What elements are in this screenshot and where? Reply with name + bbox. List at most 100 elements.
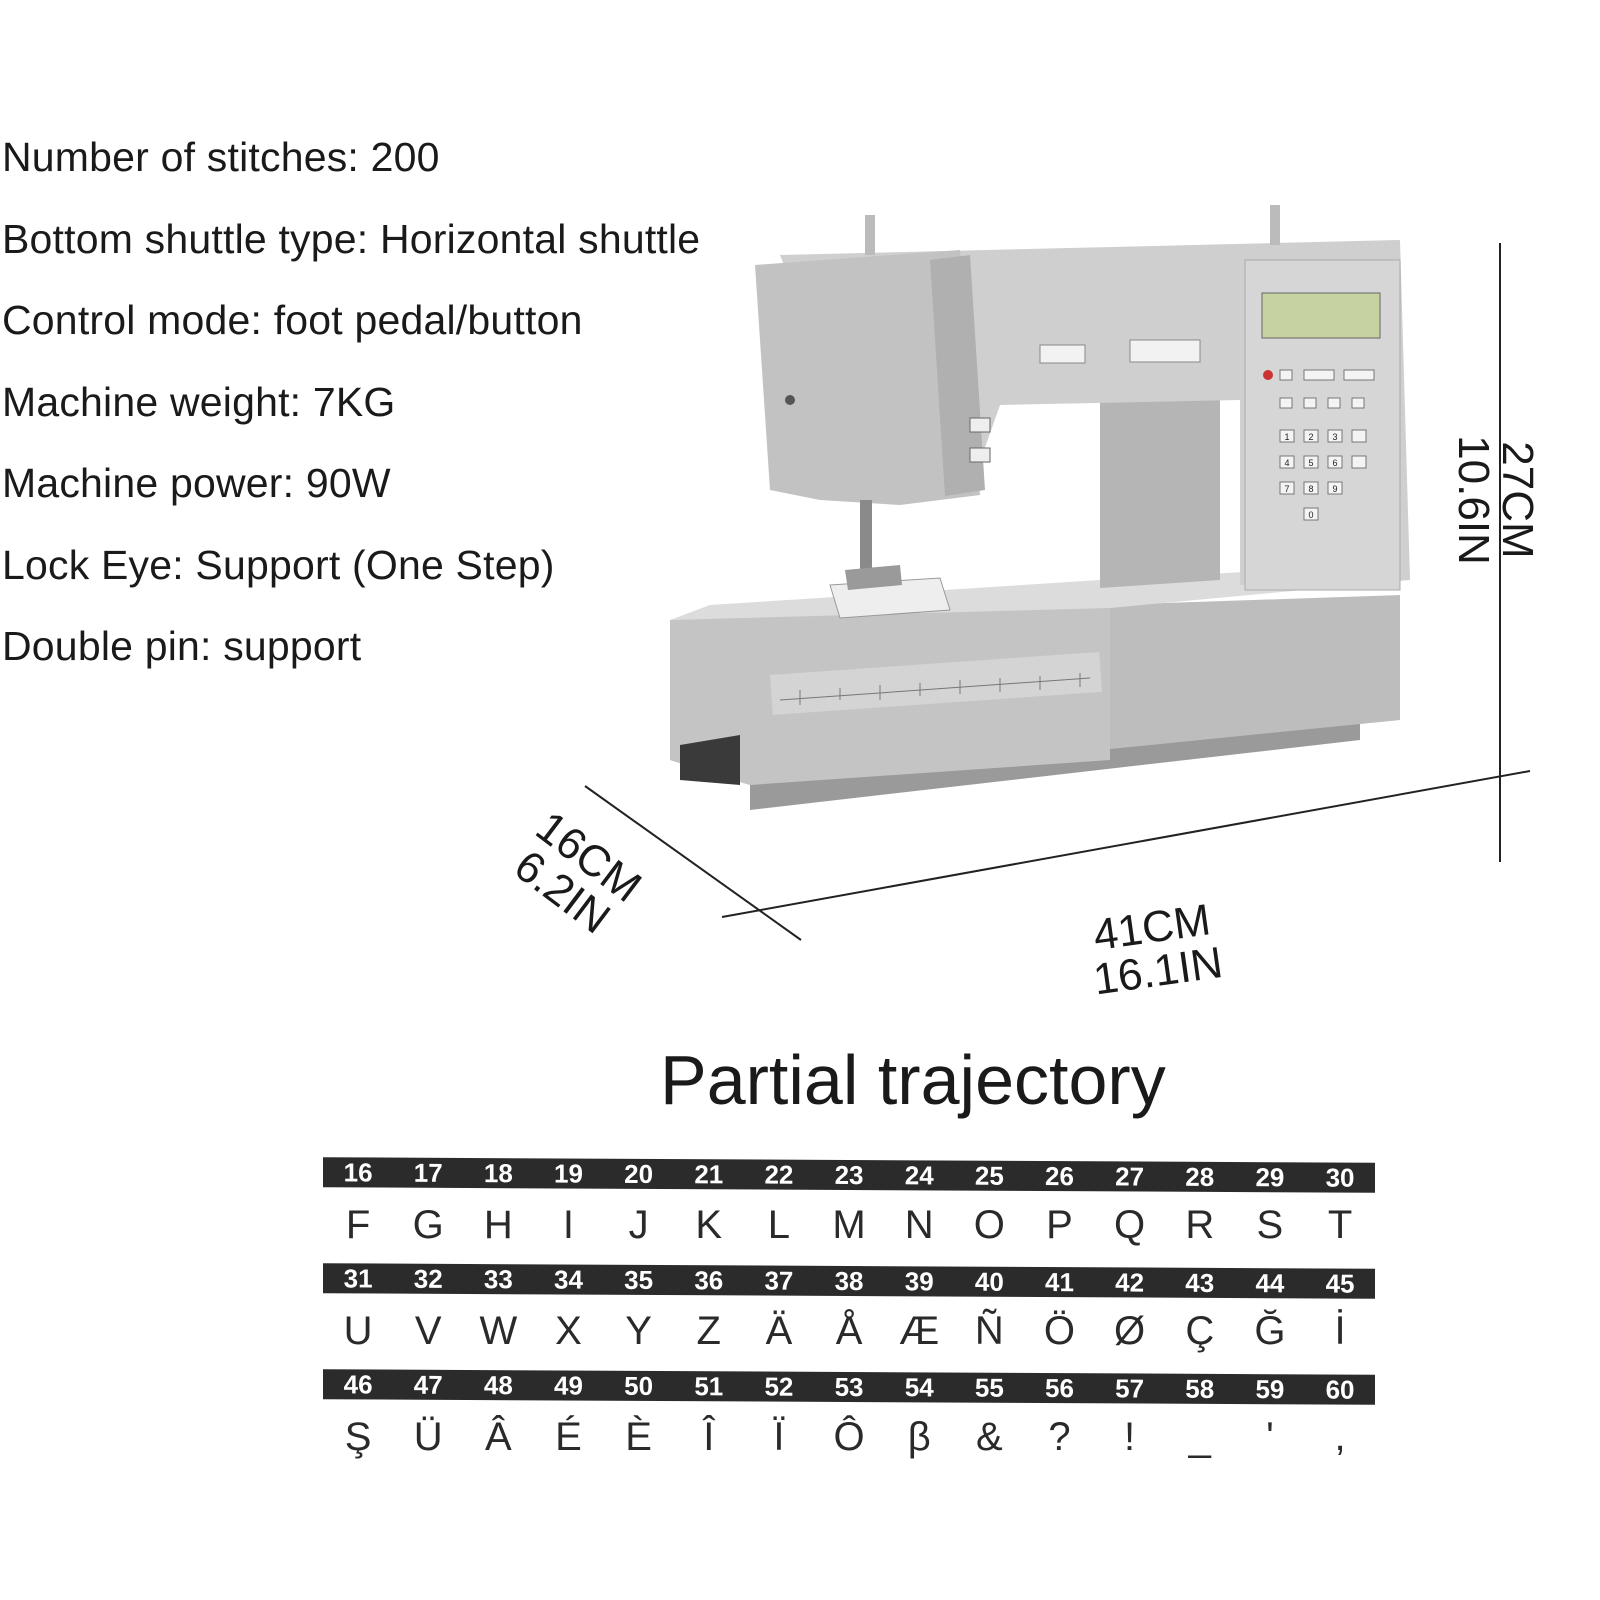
stitch-character: Ğ (1254, 1309, 1286, 1353)
stitch-character: Ô (833, 1415, 865, 1459)
keypad-3: 3 (1332, 432, 1337, 442)
height-dimension-label: 27CM 10.6IN (1449, 435, 1542, 565)
keypad-5: 5 (1308, 458, 1313, 468)
stitch-number: 37 (764, 1265, 794, 1296)
spec-lock-eye: Lock Eye: Support (One Step) (2, 541, 555, 588)
stitch-number: 48 (483, 1370, 513, 1401)
stitch-number: 27 (1115, 1161, 1145, 1192)
stitch-character: X (555, 1309, 582, 1353)
stitch-number: 58 (1185, 1373, 1215, 1404)
stitch-character: G (412, 1203, 444, 1247)
stitch-number: 30 (1325, 1162, 1355, 1193)
stitch-character: ' (1266, 1415, 1274, 1459)
stitch-character: Z (696, 1309, 721, 1353)
stitch-number: 24 (904, 1160, 934, 1191)
stitch-number: 57 (1115, 1373, 1145, 1404)
stitch-number: 40 (974, 1266, 1004, 1297)
stitch-number: 46 (343, 1369, 373, 1400)
width-dimension-label: 41CM 16.1IN (1085, 895, 1225, 1004)
stitch-character: V (414, 1309, 442, 1353)
stitch-character: É (555, 1415, 582, 1459)
stitch-number: 17 (413, 1157, 443, 1188)
stitch-character: K (695, 1203, 723, 1247)
stitch-character: Ï (773, 1415, 785, 1459)
stitch-number: 41 (1045, 1267, 1074, 1298)
stitch-character: P (1046, 1203, 1073, 1247)
stitch-character: I (562, 1203, 575, 1247)
stitch-character: _ (1188, 1415, 1211, 1459)
stitch-number: 19 (554, 1158, 583, 1189)
depth-line (584, 785, 802, 941)
stitch-character: W (479, 1309, 518, 1353)
stitch-character: È (625, 1415, 652, 1459)
stitch-number: 35 (624, 1264, 654, 1295)
stitch-number: 31 (343, 1263, 373, 1294)
stitch-number: 56 (1045, 1373, 1074, 1404)
sewing-machine-image: 1 2 3 4 5 6 7 8 9 0 (670, 205, 1410, 810)
stitch-number: 33 (483, 1264, 513, 1295)
stitch-number: 50 (624, 1370, 654, 1401)
stitch-character: ! (1124, 1415, 1136, 1459)
stitch-character: Ö (1043, 1309, 1076, 1353)
stitch-character: , (1334, 1415, 1346, 1459)
stitch-character: Ñ (974, 1309, 1004, 1353)
stitch-character: Y (625, 1309, 652, 1353)
spec-shuttle-type: Bottom shuttle type: Horizontal shuttle (2, 215, 701, 262)
stitch-character: U (343, 1309, 373, 1353)
stitch-number: 53 (834, 1371, 864, 1403)
stitch-character: Ø (1114, 1309, 1146, 1353)
spec-stitches: Number of stitches: 200 (2, 134, 440, 180)
stitch-number: 60 (1325, 1374, 1355, 1405)
stitch-number: 22 (764, 1159, 794, 1190)
stitch-character: N (904, 1203, 934, 1247)
stitch-number: 23 (834, 1159, 864, 1191)
height-cm: 27CM (1493, 441, 1542, 559)
lcd-screen (1261, 292, 1381, 339)
stitch-number: 49 (554, 1370, 583, 1401)
stitch-character: ? (1048, 1415, 1071, 1459)
keypad-8: 8 (1308, 484, 1313, 494)
stitch-character: R (1185, 1203, 1215, 1247)
stitch-number: 39 (904, 1266, 934, 1297)
stitch-number: 25 (974, 1160, 1004, 1191)
stitch-character: O (973, 1203, 1005, 1247)
spec-power: Machine power: 90W (2, 460, 391, 506)
stitch-character: T (1327, 1203, 1353, 1247)
stitch-number: 20 (624, 1158, 654, 1189)
keypad-4: 4 (1284, 458, 1289, 468)
stitch-character: Æ (899, 1309, 940, 1353)
stitch-character: Ç (1185, 1309, 1215, 1353)
stitch-number: 34 (554, 1264, 583, 1295)
keypad-6: 6 (1332, 458, 1337, 468)
stitch-number: 42 (1115, 1267, 1145, 1298)
stitch-number: 44 (1255, 1268, 1285, 1299)
stitch-number: 16 (343, 1157, 373, 1188)
stitch-character: J (628, 1203, 649, 1247)
keypad-9: 9 (1332, 484, 1337, 494)
stitch-number: 38 (834, 1265, 864, 1297)
stitch-number: 18 (483, 1158, 513, 1189)
stitch-character: Î (703, 1415, 715, 1459)
stitch-character: F (345, 1203, 371, 1247)
stitch-character: Å (835, 1309, 863, 1353)
stitch-number: 52 (764, 1371, 794, 1402)
stitch-character: M (832, 1203, 866, 1247)
spec-double-pin: Double pin: support (2, 623, 362, 669)
stitch-number: 43 (1185, 1267, 1215, 1298)
stitch-character: L (767, 1203, 791, 1247)
stitch-number: 28 (1185, 1161, 1215, 1192)
keypad-7: 7 (1284, 484, 1289, 494)
stitch-number: 32 (413, 1263, 443, 1294)
keypad-0: 0 (1308, 510, 1313, 520)
stitch-number: 54 (904, 1372, 934, 1403)
width-line (721, 770, 1531, 918)
stitch-number: 29 (1255, 1162, 1285, 1193)
stitch-character: Ä (765, 1309, 793, 1353)
keypad-1: 1 (1284, 432, 1289, 442)
